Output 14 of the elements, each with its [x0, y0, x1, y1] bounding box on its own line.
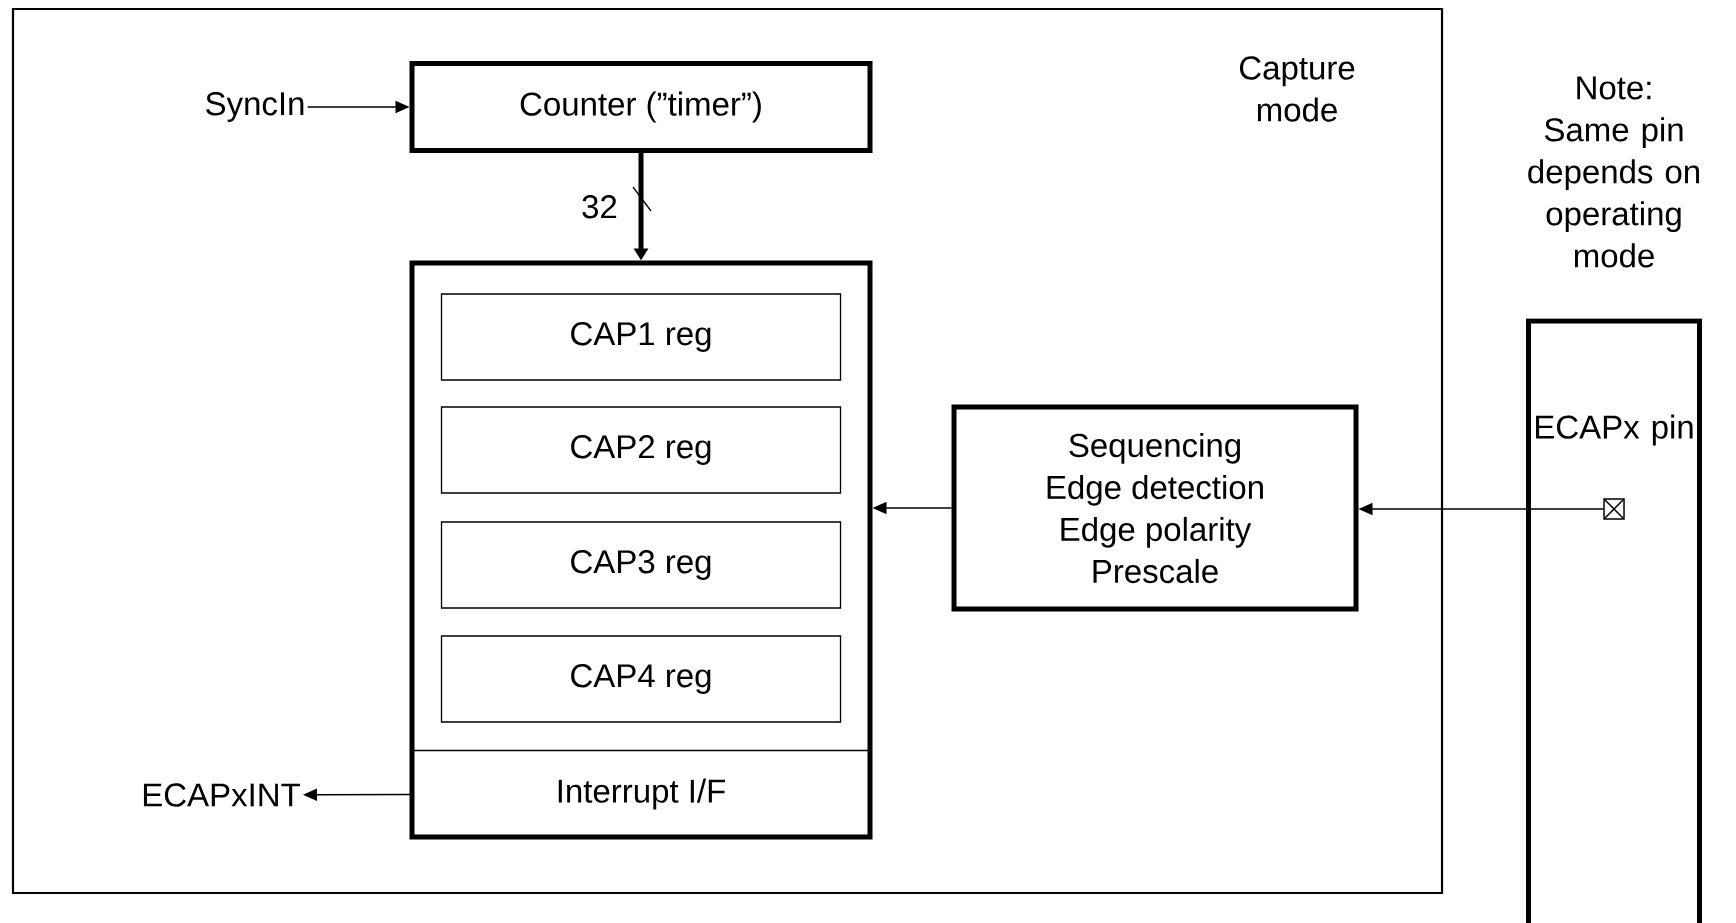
register-box: CAP3 reg	[440, 521, 842, 609]
signal-label: ECAPxINT	[143, 783, 300, 807]
pin-box: ECAPx pin	[1526, 318, 1702, 923]
note-text: Note: Same pin depends on operating mode	[1528, 76, 1699, 268]
logic-box: Sequencing Edge detection Edge polarity Prescale	[951, 404, 1359, 612]
register-box: CAP4 reg	[440, 635, 842, 723]
register-block	[409, 260, 873, 840]
pin-symbol	[1603, 498, 1625, 520]
register-box: CAP1 reg	[440, 293, 842, 381]
edge-label: 32	[580, 194, 619, 220]
signal-label: SyncIn	[206, 92, 304, 122]
register-box: CAP2 reg	[440, 406, 842, 494]
counter-box: Counter (”timer”)	[409, 61, 873, 153]
interrupt-section: Interrupt I/F	[411, 749, 871, 839]
